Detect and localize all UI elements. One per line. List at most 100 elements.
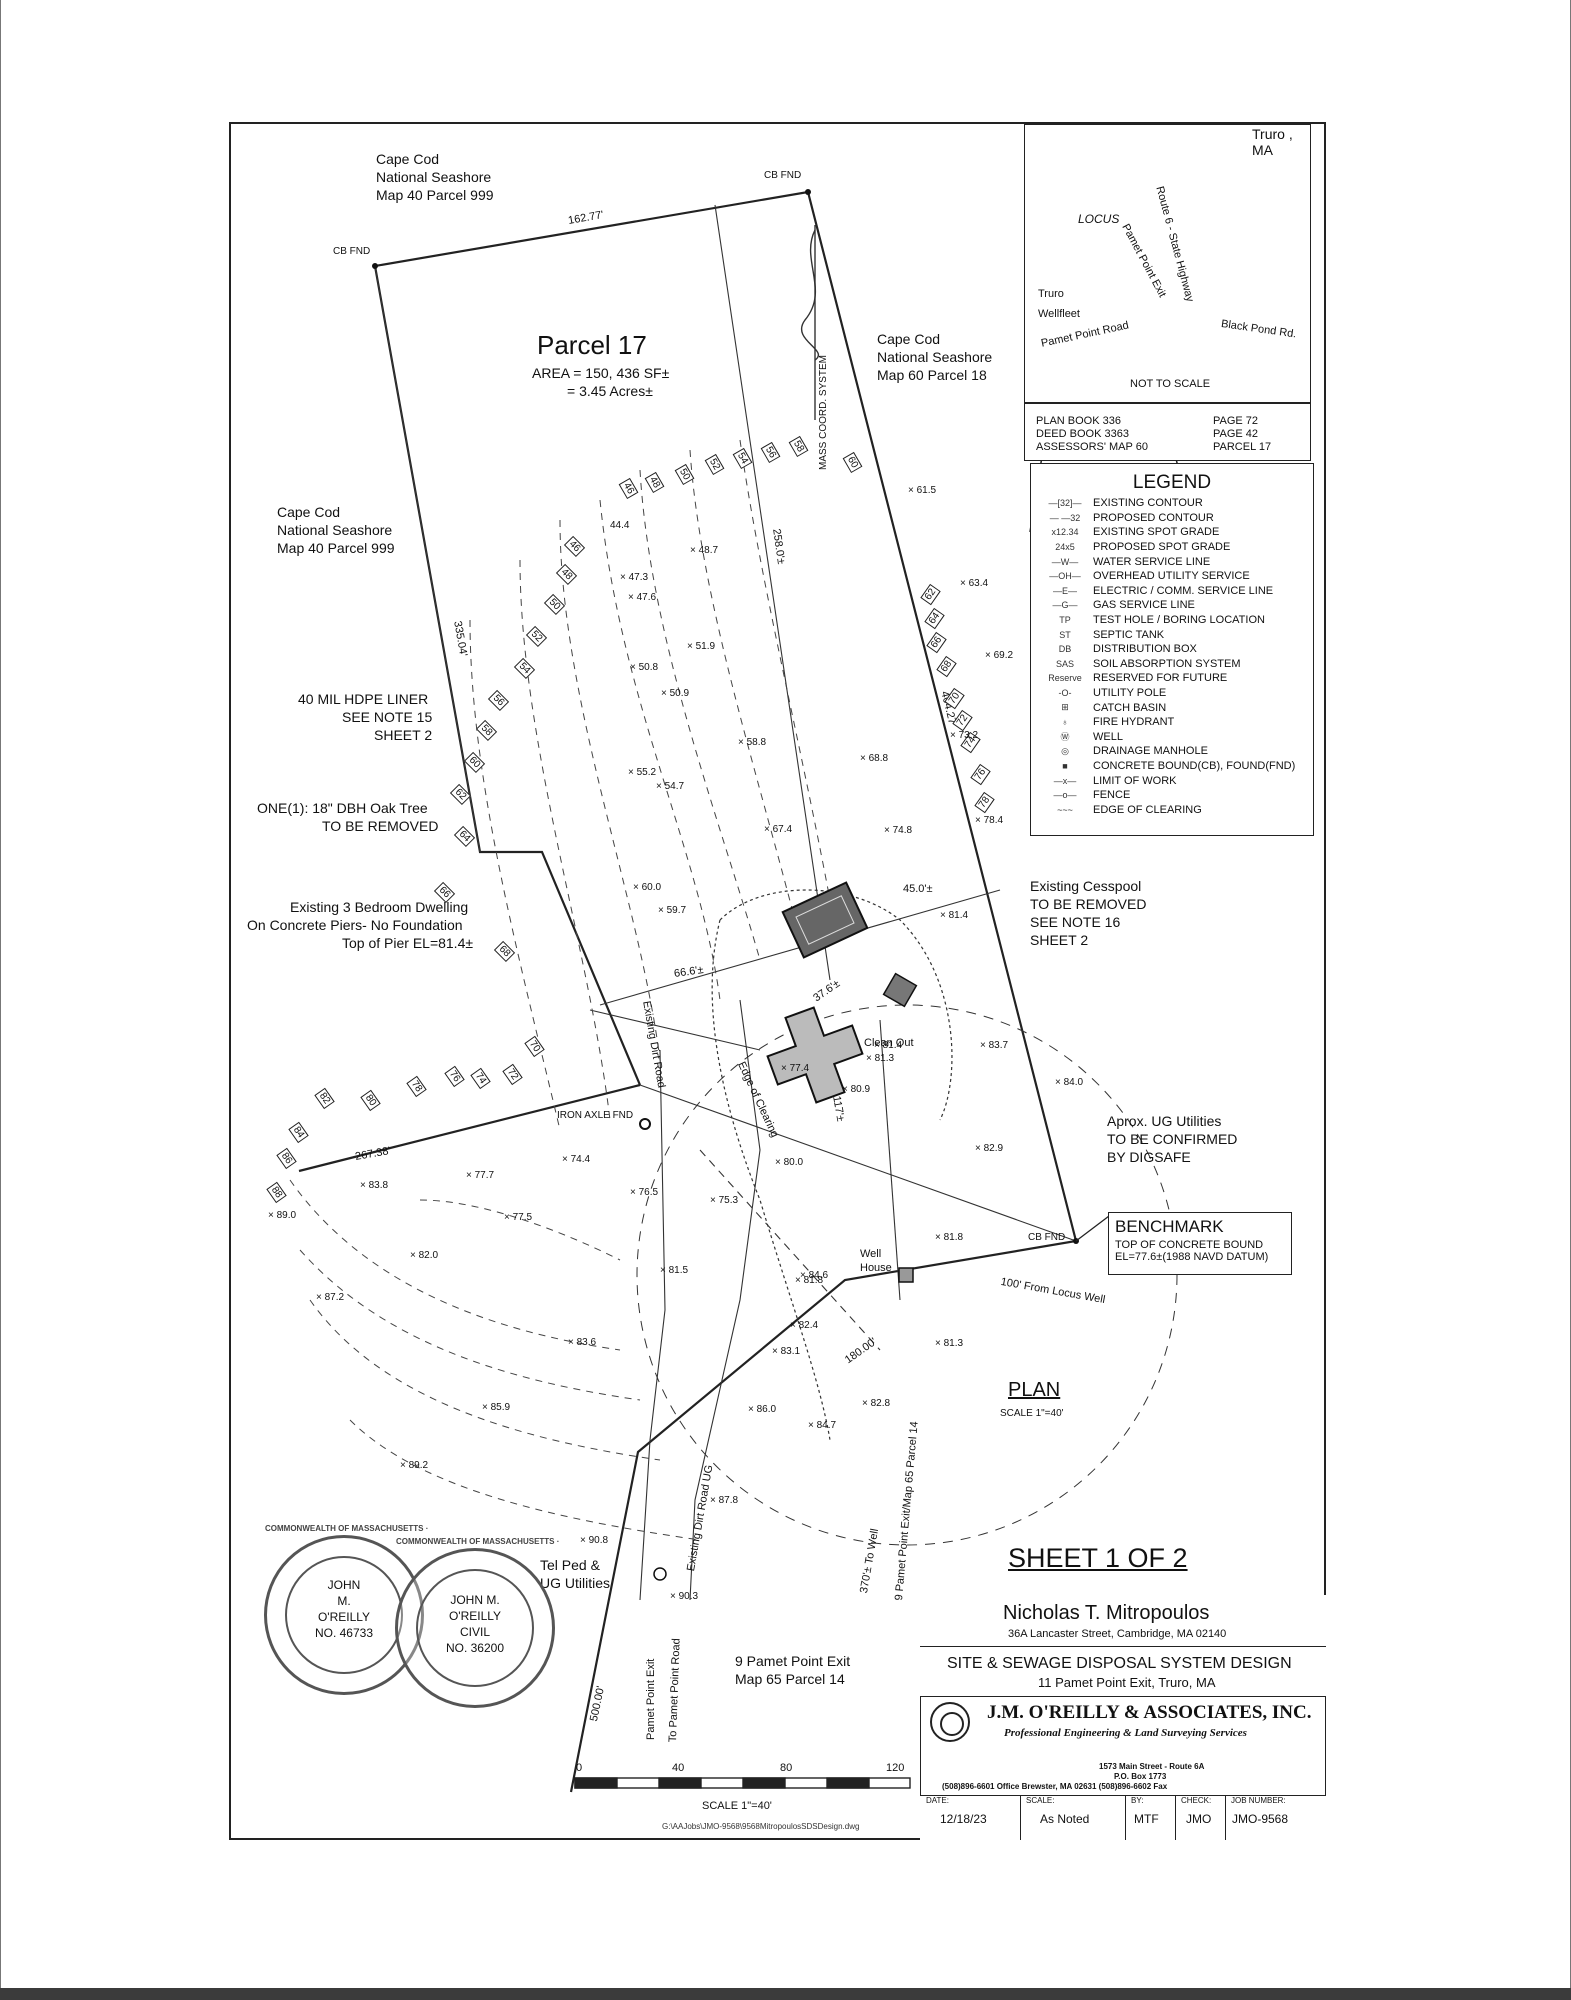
ref-plan-book: PLAN BOOK 336: [1036, 415, 1121, 427]
legend-symbol: x12.34: [1051, 527, 1079, 538]
legend-row: ~~~EDGE OF CLEARING: [1037, 802, 1307, 817]
legend-symbol: —E—: [1052, 585, 1077, 596]
legend-symbol: —OH—: [1049, 571, 1081, 582]
interior-lines: [374, 204, 1077, 1601]
locus-label: LOCUS: [1078, 212, 1120, 226]
spot-grade: × 68.8: [860, 753, 889, 764]
abutter-south-2: Map 65 Parcel 14: [735, 1671, 845, 1687]
legend-label: TEST HOLE / BORING LOCATION: [1093, 614, 1265, 627]
legend-row: ⊞CATCH BASIN: [1037, 700, 1307, 715]
abutter-nw-2: National Seashore: [376, 169, 492, 185]
spot-grade: × 85.9: [482, 1402, 511, 1413]
seal-right-number: NO. 36200: [445, 1641, 505, 1655]
abutter-ne-3: Map 60 Parcel 18: [877, 367, 987, 383]
spot-grade: × 63.4: [960, 578, 989, 589]
spot-grade: × 81.3: [866, 1053, 895, 1064]
spot-grade: × 51.9: [687, 641, 716, 652]
spot-grade: × 48.7: [690, 545, 719, 556]
legend-label: WATER SERVICE LINE: [1093, 555, 1211, 568]
benchmark-line1: TOP OF CONCRETE BOUND: [1115, 1239, 1264, 1251]
spot-grade: × 60.0: [633, 882, 662, 893]
spot-grade: × 50.8: [630, 662, 659, 673]
spot-grade: × 81.5: [660, 1265, 689, 1276]
ref-deed-book: DEED BOOK 3363: [1036, 428, 1129, 440]
spot-grade: × 84.7: [808, 1420, 837, 1431]
spot-grade: × 83.6: [568, 1337, 597, 1348]
plan-title: PLAN: [1008, 1379, 1061, 1401]
scale-tick-0: 0: [576, 1762, 583, 1774]
callout-telped-2: UG Utilities: [540, 1575, 611, 1591]
spot-grade: × 81.8: [935, 1232, 964, 1243]
spot-grade: × 87.2: [316, 1292, 345, 1303]
legend-label: EXISTING CONTOUR: [1093, 497, 1203, 510]
job-value: JMO-9568: [1232, 1812, 1289, 1826]
drawing-sheet-border: [229, 122, 1326, 1840]
legend-label: ELECTRIC / COMM. SERVICE LINE: [1093, 584, 1274, 597]
callout-cesspool-2: TO BE REMOVED: [1030, 896, 1147, 912]
legend-label: UTILITY POLE: [1093, 687, 1167, 700]
legend-label: DISTRIBUTION BOX: [1093, 643, 1197, 656]
spot-grade: × 74.8: [884, 825, 913, 836]
spot-grade: × 47.3: [620, 572, 649, 583]
by-label: BY:: [1131, 1796, 1144, 1805]
spot-grade: × 82.9: [975, 1143, 1004, 1154]
project-address: 11 Pamet Point Exit, Truro, MA: [1038, 1675, 1216, 1690]
spot-grade: × 50.9: [661, 688, 690, 699]
references-box: [1024, 403, 1311, 461]
legend-label: RESERVED FOR FUTURE: [1093, 672, 1228, 685]
locus-wellfleet: Wellfleet: [1038, 308, 1080, 320]
locus-truro: Truro: [1038, 288, 1064, 300]
abutter-ne-1: Cape Cod: [877, 331, 941, 347]
spot-grade: × 77.7: [466, 1170, 495, 1181]
locus-not-to-scale: NOT TO SCALE: [1130, 378, 1211, 390]
cesspool: [882, 972, 918, 1008]
callout-oak-2: TO BE REMOVED: [322, 818, 439, 834]
spot-grade: × 81.8: [795, 1275, 824, 1286]
scale-label: SCALE:: [1026, 1796, 1055, 1805]
parcel-area-2: = 3.45 Acres±: [567, 383, 653, 399]
legend-row: Reserve RESERVED FOR FUTURE: [1037, 671, 1307, 686]
legend-label: FIRE HYDRANT: [1093, 716, 1175, 729]
well-house: [898, 1267, 914, 1283]
parcel-area-1: AREA = 150, 436 SF±: [532, 365, 670, 381]
legend-symbol: Reserve: [1048, 673, 1082, 684]
spot-grade: × 73.2: [950, 730, 979, 741]
legend-row: —OH— OVERHEAD UTILITY SERVICE: [1037, 569, 1307, 584]
benchmark-title: BENCHMARK: [1115, 1217, 1224, 1236]
sheet-label: SHEET 1 OF 2: [1008, 1543, 1188, 1573]
seal-left-name2: M.: [337, 1594, 351, 1608]
legend-label: OVERHEAD UTILITY SERVICE: [1093, 570, 1250, 583]
spot-grade: × 90.8: [580, 1535, 609, 1546]
seal-professional-engineer: COMMONWEALTH OF MASSACHUSETTS · REGISTER…: [395, 1537, 560, 1708]
callout-utilities-1: Aprox. UG Utilities: [1107, 1113, 1222, 1129]
seal-left-ring: COMMONWEALTH OF MASSACHUSETTS · PROFESSI…: [265, 1524, 429, 1533]
abutter-south-1: 9 Pamet Point Exit: [735, 1653, 851, 1669]
legend-label: EDGE OF CLEARING: [1093, 803, 1202, 816]
benchmark-line2: EL=77.6±(1988 NAVD DATUM): [1115, 1251, 1269, 1263]
legend-label: PROPOSED SPOT GRADE: [1093, 541, 1231, 554]
info-row: [920, 1795, 1326, 1840]
spot-grade: × 83.8: [360, 1180, 389, 1191]
spot-grade: × 81.3: [935, 1338, 964, 1349]
spot-grade: × 78.4: [975, 815, 1004, 826]
callout-liner-2: SEE NOTE 15: [342, 709, 433, 725]
abutter-nw-3: Map 40 Parcel 999: [376, 187, 494, 203]
legend-row: —W—WATER SERVICE LINE: [1037, 554, 1307, 569]
legend-symbol: ⊞: [1061, 702, 1069, 713]
dwelling-footprint: [781, 881, 869, 959]
parcel-title: Parcel 17: [537, 330, 647, 360]
callout-dwelling-2: On Concrete Piers- No Foundation: [247, 917, 463, 933]
abutter-west-2: National Seashore: [277, 522, 393, 538]
seal-left-name3: O'REILLY: [317, 1610, 371, 1624]
north-arrow: [801, 225, 819, 420]
ref-page-72: PAGE 72: [1213, 415, 1259, 427]
legend-symbol: 24x5: [1055, 542, 1075, 553]
